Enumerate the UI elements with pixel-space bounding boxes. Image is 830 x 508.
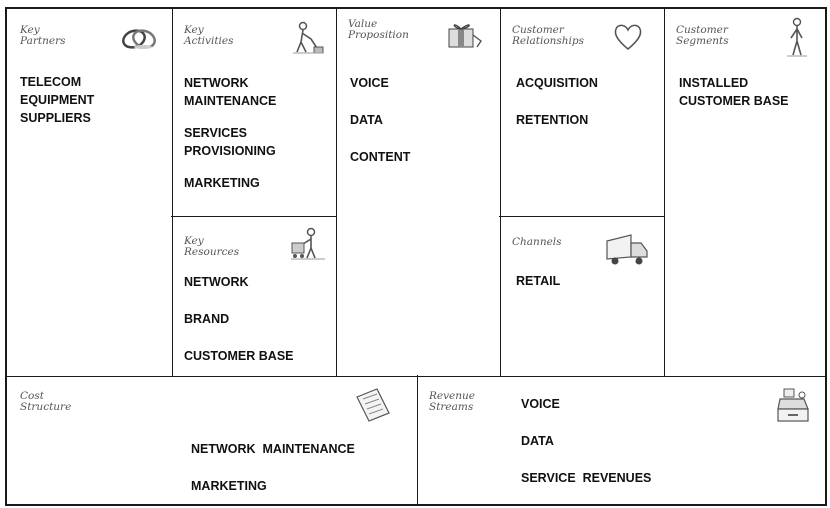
cash-register-icon bbox=[774, 387, 814, 427]
channels-title: Channels bbox=[512, 237, 562, 248]
customer-relationships-title-line2: Relationships bbox=[512, 35, 585, 47]
list-item: NETWORK MAINTENANCE bbox=[191, 442, 355, 456]
list-item: INSTALLED bbox=[679, 76, 749, 90]
value-proposition-title: Value Proposition bbox=[348, 19, 409, 41]
customer-segments-block: Customer Segments INSTALLED CUSTOMER BAS… bbox=[663, 9, 825, 377]
list-item: MARKETING bbox=[191, 479, 267, 493]
cost-structure-title: Cost Structure bbox=[20, 391, 71, 413]
key-activities-title: Key Activities bbox=[184, 25, 234, 47]
value-proposition-items: VOICE DATA CONTENT bbox=[350, 74, 410, 166]
key-partners-title: Key Partners bbox=[20, 25, 65, 47]
key-resources-title-line1: Key bbox=[184, 235, 204, 247]
key-activities-items: NETWORK MAINTENANCE SERVICES PROVISIONIN… bbox=[184, 74, 276, 192]
key-activities-title-line1: Key bbox=[184, 24, 204, 36]
heart-icon bbox=[613, 23, 643, 51]
customer-segments-items: INSTALLED CUSTOMER BASE bbox=[679, 74, 789, 110]
list-item: NETWORK bbox=[184, 275, 249, 289]
customer-relationships-block: Customer Relationships ACQUISITION RETEN… bbox=[499, 9, 665, 217]
business-model-canvas: Key Partners TELECOM EQUIPMENT SUPPLIERS… bbox=[5, 7, 827, 506]
key-resources-title-line2: Resources bbox=[184, 246, 240, 258]
list-item: SERVICES bbox=[184, 126, 247, 140]
gift-box-icon bbox=[443, 19, 483, 51]
list-item: DATA bbox=[350, 113, 383, 127]
list-item: CONTENT bbox=[350, 150, 411, 164]
list-item: MARKETING bbox=[184, 176, 260, 190]
cost-structure-title-line1: Cost bbox=[20, 390, 44, 402]
list-item: EQUIPMENT bbox=[20, 93, 95, 107]
key-resources-block: Key Resources NETWORK BRAND CUSTOMER BAS… bbox=[171, 215, 337, 377]
truck-icon bbox=[603, 233, 649, 267]
key-partners-items: TELECOM EQUIPMENT SUPPLIERS bbox=[20, 73, 94, 127]
rings-icon bbox=[119, 25, 159, 53]
channels-items: RETAIL bbox=[516, 272, 560, 290]
value-proposition-block: Value Proposition VOICE DATA CONTENT bbox=[335, 9, 501, 377]
channels-title-line1: Channels bbox=[512, 236, 562, 248]
list-item: ACQUISITION bbox=[516, 76, 598, 90]
cost-structure-items: NETWORK MAINTENANCE MARKETING bbox=[191, 440, 355, 495]
customer-relationships-title-line1: Customer bbox=[512, 24, 564, 36]
value-proposition-title-line1: Value bbox=[348, 18, 378, 30]
cost-structure-title-line2: Structure bbox=[20, 401, 72, 413]
list-item: VOICE bbox=[521, 397, 560, 411]
list-item: VOICE bbox=[350, 76, 389, 90]
person-icon bbox=[785, 17, 809, 57]
receipt-icon bbox=[351, 387, 393, 425]
list-item: SERVICE REVENUES bbox=[521, 471, 652, 485]
revenue-streams-title-line1: Revenue bbox=[429, 390, 476, 402]
list-item: NETWORK bbox=[184, 76, 249, 90]
key-activities-block: Key Activities NETWORK MAINTENANCE SERVI… bbox=[171, 9, 337, 217]
list-item: MAINTENANCE bbox=[184, 94, 277, 108]
revenue-streams-items: VOICE DATA SERVICE REVENUES bbox=[521, 395, 651, 487]
key-partners-title-line1: Key bbox=[20, 24, 40, 36]
worker-cart-icon bbox=[291, 227, 325, 261]
list-item: PROVISIONING bbox=[184, 144, 276, 158]
customer-segments-title-line2: Segments bbox=[676, 35, 729, 47]
revenue-streams-title: Revenue Streams bbox=[429, 391, 475, 413]
key-resources-items: NETWORK BRAND CUSTOMER BASE bbox=[184, 273, 294, 365]
list-item: CUSTOMER BASE bbox=[679, 94, 789, 108]
worker-vacuum-icon bbox=[289, 21, 325, 55]
revenue-streams-block: Revenue Streams VOICE DATA SERVICE REVEN… bbox=[416, 375, 825, 504]
customer-segments-title: Customer Segments bbox=[676, 25, 729, 47]
value-proposition-title-line2: Proposition bbox=[348, 29, 409, 41]
customer-relationships-items: ACQUISITION RETENTION bbox=[516, 74, 598, 129]
customer-segments-title-line1: Customer bbox=[676, 24, 728, 36]
list-item: RETENTION bbox=[516, 113, 589, 127]
list-item: TELECOM bbox=[20, 75, 82, 89]
list-item: SUPPLIERS bbox=[20, 111, 91, 125]
channels-block: Channels RETAIL bbox=[499, 215, 665, 377]
key-partners-block: Key Partners TELECOM EQUIPMENT SUPPLIERS bbox=[7, 9, 173, 377]
cost-structure-block: Cost Structure NETWORK MAINTENANCE MARKE… bbox=[7, 375, 418, 504]
customer-relationships-title: Customer Relationships bbox=[512, 25, 584, 47]
revenue-streams-title-line2: Streams bbox=[429, 401, 474, 413]
list-item: BRAND bbox=[184, 312, 230, 326]
key-partners-title-line2: Partners bbox=[20, 35, 66, 47]
key-resources-title: Key Resources bbox=[184, 236, 239, 258]
list-item: DATA bbox=[521, 434, 554, 448]
list-item: RETAIL bbox=[516, 274, 561, 288]
key-activities-title-line2: Activities bbox=[184, 35, 234, 47]
list-item: CUSTOMER BASE bbox=[184, 349, 294, 363]
